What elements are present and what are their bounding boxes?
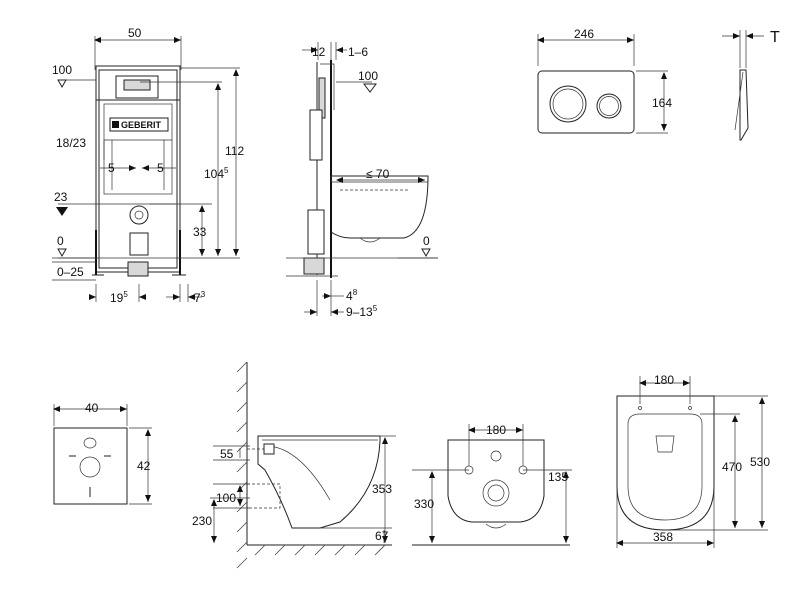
side-dim-9-13: 9–135 — [346, 304, 378, 319]
frame-level-100: 100 — [52, 63, 72, 77]
frame-level-23: 23 — [54, 190, 68, 204]
side-level-100: 100 — [358, 69, 378, 83]
frame-dim-33: 33 — [193, 225, 207, 239]
side-dim-1-6: 1–6 — [348, 45, 368, 59]
flush-plate-thickness: T — [770, 29, 780, 46]
bowl-top-dim-470: 470 — [722, 460, 742, 474]
bowl-top-view: 180 470 530 358 — [616, 373, 770, 548]
bowl-top-dim-358: 358 — [653, 530, 673, 544]
frame-dim-7: 73 — [194, 290, 206, 305]
flush-plate-width: 246 — [574, 27, 594, 41]
geberit-logo-text: GEBERIT — [121, 120, 162, 130]
bowl-side-view: 55 100 230 353 67 — [192, 361, 396, 569]
bowl-top-dim-530: 530 — [750, 455, 770, 469]
cover-plate-width: 40 — [85, 401, 99, 415]
flush-button-large — [549, 85, 587, 123]
bowl-back-view: 180 135 330 — [412, 423, 572, 546]
frame-level-0: 0 — [57, 234, 64, 248]
geberit-logo-icon — [112, 121, 119, 128]
side-dim-le-70: ≤ 70 — [366, 167, 390, 181]
bowl-side-dim-55: 55 — [220, 447, 234, 461]
flush-button-small — [596, 93, 622, 119]
side-dim-4: 48 — [346, 288, 358, 303]
cover-plate-view: 40 42 — [53, 401, 152, 505]
frame-width-label: 50 — [128, 26, 142, 40]
bowl-top-dim-180: 180 — [654, 373, 674, 387]
frame-dim-0-25: 0–25 — [57, 265, 84, 279]
frame-front-view: 50 GEBERIT 100 18/23 — [52, 26, 244, 305]
side-level-0: 0 — [423, 234, 430, 248]
frame-side-view: 12 1–6 100 ≤ 70 0 48 9–135 — [286, 42, 438, 319]
side-dim-12: 12 — [312, 45, 326, 59]
frame-dim-18-23: 18/23 — [56, 136, 86, 150]
bowl-back-dim-330: 330 — [414, 497, 434, 511]
frame-dim-104: 1045 — [204, 166, 229, 181]
flush-plate-view: 246 164 T — [537, 27, 780, 141]
bowl-back-dim-135: 135 — [548, 470, 568, 484]
frame-dim-19: 195 — [110, 290, 128, 305]
bowl-side-dim-67: 67 — [375, 529, 389, 543]
bowl-side-dim-230: 230 — [192, 514, 212, 528]
frame-dim-5-right: 5 — [157, 161, 164, 175]
bowl-side-dim-353: 353 — [372, 482, 392, 496]
bowl-back-dim-180: 180 — [486, 423, 506, 437]
frame-dim-112: 112 — [225, 144, 244, 158]
cover-plate-height: 42 — [137, 459, 151, 473]
frame-dim-5-left: 5 — [108, 161, 115, 175]
flush-plate-height: 164 — [652, 96, 672, 110]
